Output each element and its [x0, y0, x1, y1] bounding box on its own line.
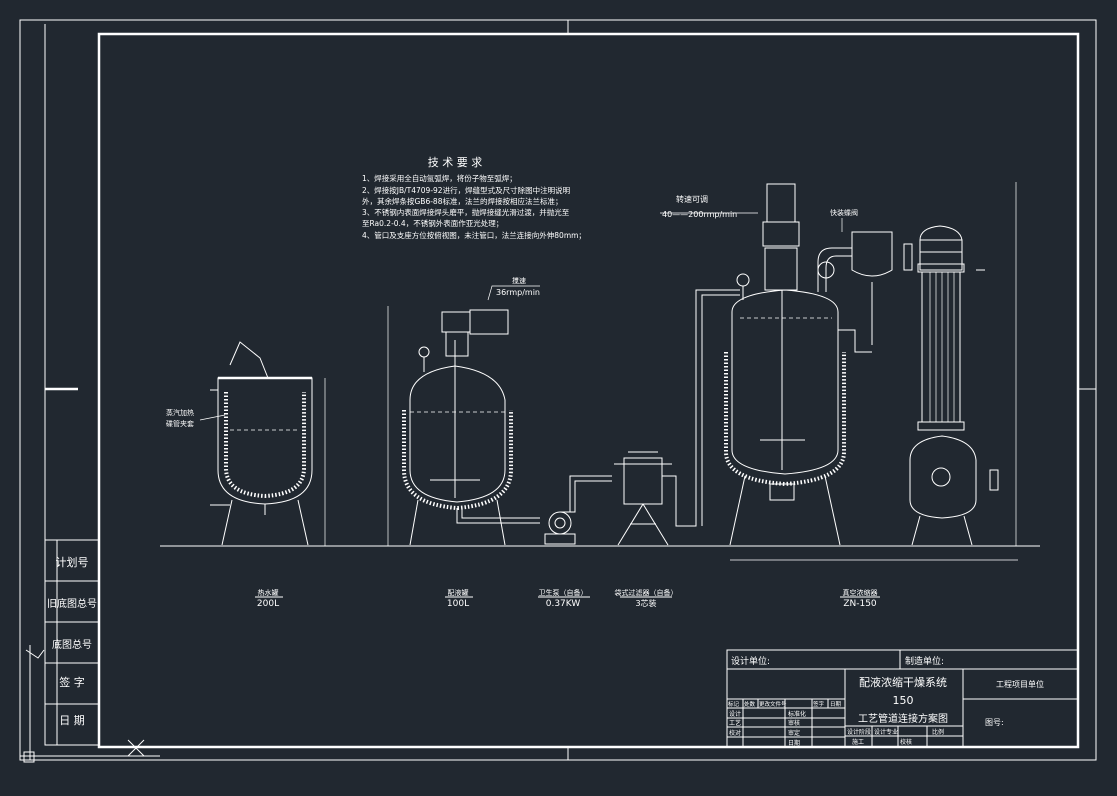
rev-doc-no: 更改文件号 — [759, 700, 787, 708]
bottom-stage: 设计阶段 — [847, 728, 871, 736]
drawing-frame — [19, 19, 1097, 763]
vacuum-concentrator — [660, 183, 1018, 561]
hot-water-tank-name: 热水罐 — [258, 588, 279, 597]
rev-sign: 签字 — [813, 700, 825, 708]
bag-filter-name: 袋式过滤器（自备） — [615, 588, 678, 597]
row-check: 校对 — [729, 729, 741, 737]
pump-name: 卫生泵（自备） — [539, 588, 588, 597]
tech-req-line-5: 至Ra0.2-0.4，不锈钢外表面作亚光处理； — [362, 218, 503, 228]
bottom-verify: 校核 — [900, 738, 912, 746]
hot-water-tank — [199, 341, 326, 546]
technical-requirements: 技 术 要 求 1、焊接采用全自动氩弧焊，将份子物至弧焊； 2、焊接按JB/T4… — [362, 156, 586, 240]
tech-req-line-2: 2、焊接按JB/T4709-92进行，焊缝型式及尺寸除图中注明说明 — [362, 185, 570, 195]
bottom-construction: 施工 — [852, 738, 864, 746]
row-design: 设计 — [729, 710, 741, 718]
concentrator-spec: ZN-150 — [843, 599, 877, 609]
steam-jacket-label-2: 碟管夹套 — [166, 419, 194, 428]
rev-mark: 标记 — [728, 700, 740, 708]
title-block: 设计单位: 制造单位: 工程项目单位 配液浓缩干燥系统 150 工艺管道连接方案… — [726, 649, 1079, 748]
rev-date: 日期 — [830, 701, 842, 708]
drawing-title-1: 配液浓缩干燥系统 — [859, 675, 947, 689]
tech-req-line-3: 外，其余焊条按GB6-88标准，法兰的焊接按相应法兰标准； — [362, 196, 562, 206]
project-unit-label: 工程项目单位 — [996, 679, 1044, 689]
drawing-title-3: 工艺管道连接方案图 — [858, 712, 948, 725]
strip-date: 日 期 — [59, 714, 85, 727]
design-unit-label: 设计单位: — [731, 655, 770, 667]
strip-plan-no: 计划号 — [56, 556, 89, 569]
bag-filter — [614, 451, 690, 546]
strip-old-drawing-no: 旧底图总号 — [47, 597, 97, 610]
tech-req-line-1: 1、焊接采用全自动氩弧焊，将份子物至弧焊； — [362, 173, 517, 183]
mid-standard: 标准化 — [788, 710, 806, 718]
equipment-labels: 热水罐 200L 配液罐 100L 卫生泵（自备） 0.37KW 袋式过滤器（自… — [255, 588, 880, 609]
row-process: 工艺 — [729, 719, 741, 727]
stirrer-speed-label: 搅速 — [512, 276, 526, 285]
mid-approve: 审定 — [788, 729, 800, 737]
tech-req-line-6: 4、管口及支座方位按俯视图，未注管口，法兰连接向外伸80mm； — [362, 230, 586, 240]
variable-speed-label: 转速可调 — [676, 194, 708, 204]
vapor-valve-label: 快装蝶阀 — [830, 208, 858, 217]
pump-spec: 0.37KW — [546, 599, 581, 609]
strip-drawing-no: 底图总号 — [52, 638, 92, 651]
sanitary-pump — [456, 475, 612, 545]
condenser-column — [903, 182, 1017, 546]
mid-review: 审核 — [788, 719, 800, 727]
drawing-title-2: 150 — [893, 694, 914, 707]
steam-jacket-label-1: 蒸汽加热 — [166, 408, 194, 417]
left-title-strip: 计划号 旧底图总号 底图总号 签 字 日 期 — [44, 539, 100, 746]
concentrator-name: 真空浓缩器 — [843, 588, 878, 597]
drawing-no-label: 图号: — [985, 718, 1004, 727]
bottom-scale: 比例 — [932, 728, 944, 736]
mid-date: 日期 — [788, 739, 800, 747]
stirrer-speed-value: 36rmp/min — [496, 288, 540, 297]
hot-water-tank-spec: 200L — [257, 599, 279, 609]
bag-filter-spec: 3芯装 — [635, 598, 656, 608]
bottom-discipline: 设计专业 — [874, 728, 898, 736]
tech-req-title: 技 术 要 求 — [428, 156, 483, 169]
mixing-tank-spec: 100L — [447, 599, 469, 609]
tech-req-line-4: 3、不锈钢内表面焊接焊头磨平，抛焊接缝光滑过渡，并抛光至 — [362, 207, 570, 217]
rev-count: 处数 — [744, 700, 756, 708]
mixing-tank-name: 配液罐 — [448, 588, 469, 597]
mixing-tank — [387, 285, 540, 546]
strip-signature: 签 字 — [59, 675, 85, 689]
variable-speed-value: 40——200rmp/min — [662, 210, 737, 219]
client-unit-label: 制造单位: — [905, 655, 944, 667]
